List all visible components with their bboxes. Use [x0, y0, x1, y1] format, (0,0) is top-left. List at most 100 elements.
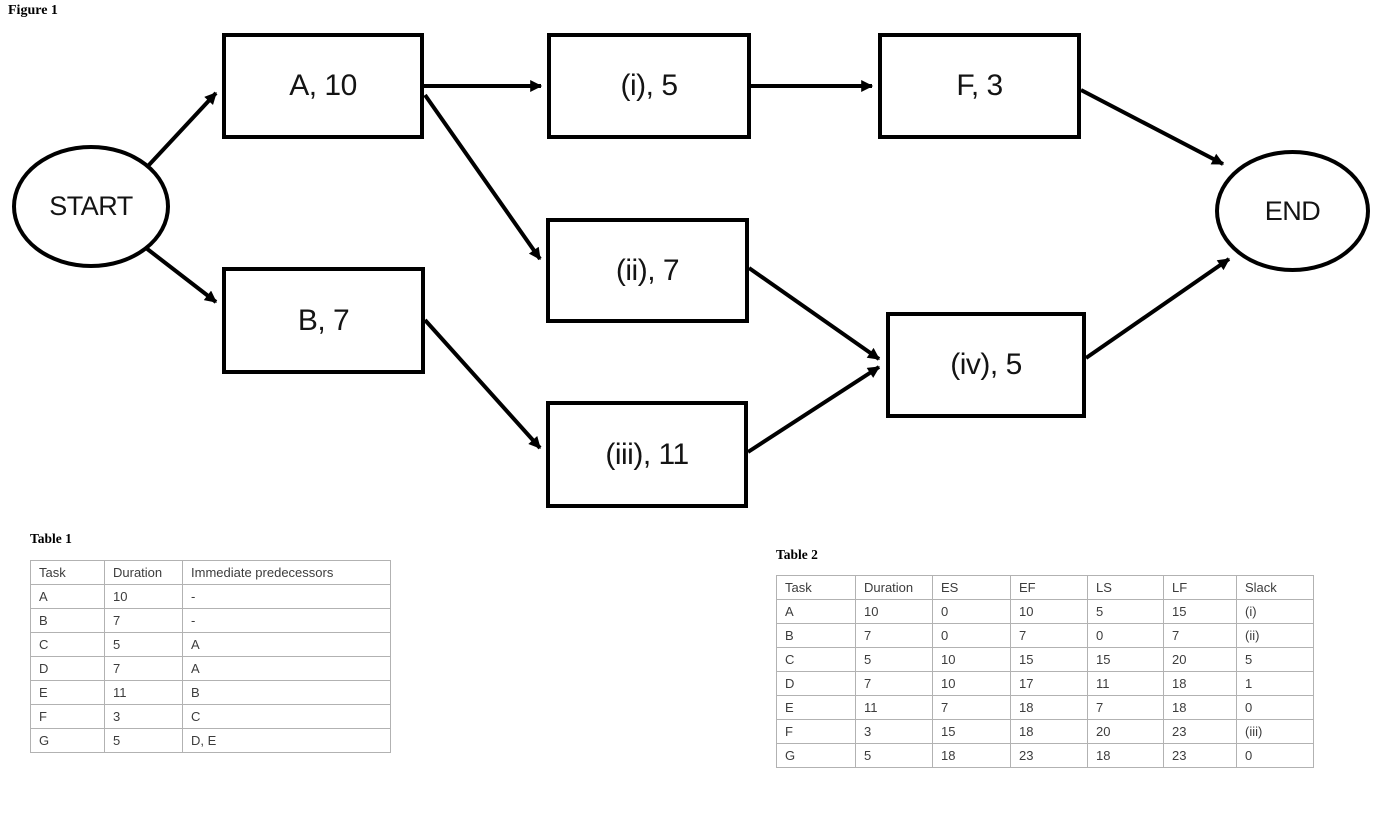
- table-cell: C: [30, 632, 105, 657]
- table-cell: 11: [855, 695, 933, 720]
- table-cell: (iii): [1236, 719, 1314, 744]
- edge-ii-iv: [747, 266, 881, 361]
- node-label: F, 3: [956, 69, 1003, 102]
- table-cell: 10: [932, 647, 1011, 672]
- table-cell: 7: [855, 623, 933, 648]
- node-label: (iii), 11: [605, 437, 689, 471]
- node-b: B, 7: [222, 267, 425, 374]
- table-cell: 10: [1010, 599, 1088, 624]
- table-cell: 3: [855, 719, 933, 744]
- table-cell: 0: [1087, 623, 1164, 648]
- table-cell: 18: [1087, 743, 1164, 768]
- table-cell: -: [182, 584, 391, 609]
- table-cell: 7: [1163, 623, 1237, 648]
- table-cell: F: [30, 704, 105, 729]
- table-cell: 23: [1163, 743, 1237, 768]
- table-cell: 18: [1163, 695, 1237, 720]
- table-cell: 5: [1236, 647, 1314, 672]
- table-cell: (ii): [1236, 623, 1314, 648]
- table2-label: Table 2: [776, 547, 818, 562]
- table-cell: 7: [855, 671, 933, 696]
- table-cell: 11: [1087, 671, 1164, 696]
- table-cell: 7: [104, 656, 183, 681]
- edge-iii-iv: [746, 365, 881, 454]
- table-cell: 15: [1087, 647, 1164, 672]
- table-cell: A: [182, 656, 391, 681]
- table-cell: E: [776, 695, 856, 720]
- edge-iv-end: [1084, 257, 1231, 360]
- node-iii: (iii), 11: [546, 401, 748, 508]
- node-label: (ii), 7: [615, 253, 680, 287]
- table-cell: D: [776, 671, 856, 696]
- table-cell: 7: [104, 608, 183, 633]
- table-cell: D: [30, 656, 105, 681]
- table-cell: 20: [1087, 719, 1164, 744]
- column-header: Duration: [104, 560, 183, 585]
- table-cell: 15: [1010, 647, 1088, 672]
- table-cell: B: [30, 608, 105, 633]
- node-end: END: [1215, 150, 1370, 272]
- table-cell: A: [182, 632, 391, 657]
- table-cell: 5: [855, 743, 933, 768]
- table-cell: 7: [1087, 695, 1164, 720]
- table-cell: 1: [1236, 671, 1314, 696]
- node-ii: (ii), 7: [546, 218, 749, 323]
- table-cell: 0: [932, 623, 1011, 648]
- table1-label: Table 1: [30, 531, 72, 546]
- column-header: EF: [1010, 575, 1088, 600]
- table-cell: B: [182, 680, 391, 705]
- node-label: A, 10: [289, 69, 357, 102]
- table-cell: 10: [855, 599, 933, 624]
- column-header: Task: [30, 560, 105, 585]
- table-cell: D, E: [182, 728, 391, 753]
- table-cell: 0: [932, 599, 1011, 624]
- table-cell: 15: [932, 719, 1011, 744]
- table-cell: 0: [1236, 695, 1314, 720]
- node-iv: (iv), 5: [886, 312, 1086, 418]
- table-cell: 7: [1010, 623, 1088, 648]
- table-cell: F: [776, 719, 856, 744]
- table-cell: (i): [1236, 599, 1314, 624]
- table-cell: 15: [1163, 599, 1237, 624]
- table-cell: 7: [932, 695, 1011, 720]
- table-cell: 18: [1163, 671, 1237, 696]
- column-header: Immediate predecessors: [182, 560, 391, 585]
- table-cell: 23: [1010, 743, 1088, 768]
- table-cell: 18: [1010, 695, 1088, 720]
- table-cell: 5: [104, 632, 183, 657]
- table-cell: G: [30, 728, 105, 753]
- edge-f-end: [1080, 88, 1225, 166]
- node-label: B, 7: [297, 303, 350, 337]
- column-header: Task: [776, 575, 856, 600]
- table-cell: 18: [1010, 719, 1088, 744]
- table-cell: A: [776, 599, 856, 624]
- node-label: (iv), 5: [950, 348, 1022, 381]
- edge-a-ii: [423, 93, 542, 261]
- node-label: (i), 5: [620, 69, 679, 102]
- node-i: (i), 5: [547, 33, 751, 139]
- table-cell: 0: [1236, 743, 1314, 768]
- column-header: LF: [1163, 575, 1237, 600]
- table-cell: 10: [104, 584, 183, 609]
- table-cell: E: [30, 680, 105, 705]
- diagram-edges-layer: [144, 80, 1231, 454]
- edge-start-b: [144, 246, 218, 304]
- table-cell: A: [30, 584, 105, 609]
- node-start: START: [12, 145, 170, 268]
- table-cell: 23: [1163, 719, 1237, 744]
- table-cell: 3: [104, 704, 183, 729]
- table-cell: G: [776, 743, 856, 768]
- figure-label: Figure 1: [8, 3, 58, 18]
